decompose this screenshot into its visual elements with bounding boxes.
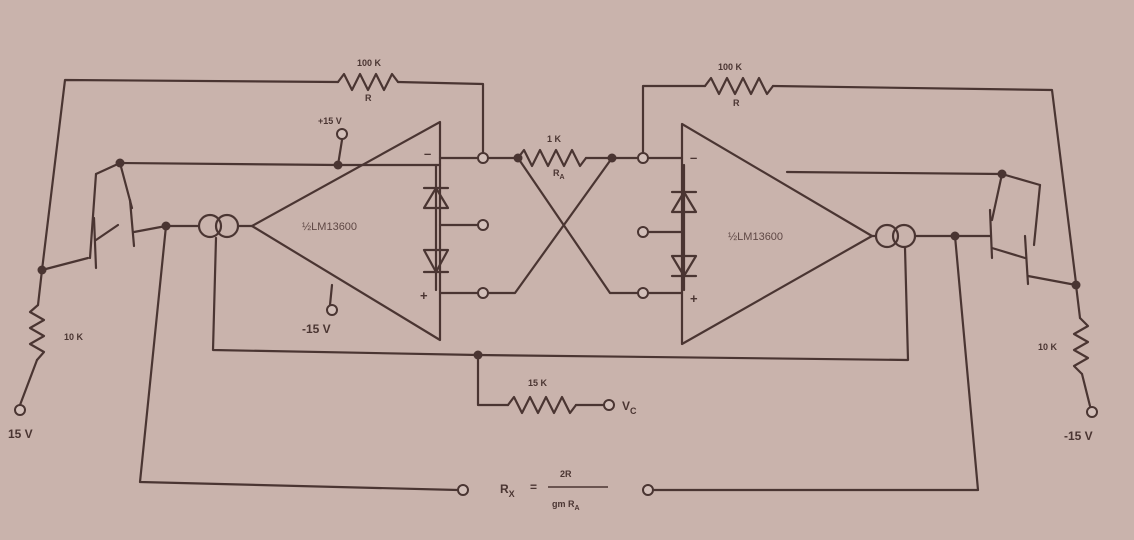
left-supply-resistor-value: 10 K — [64, 332, 84, 342]
left-pos-supply-wire — [336, 138, 344, 167]
right-supply-resistor — [1072, 316, 1090, 376]
right-feedback-wire-left — [641, 84, 707, 160]
left-transistor-base-wire — [40, 256, 90, 272]
right-transistor-1-collector — [990, 172, 1004, 222]
left-pos-supply-label: +15 V — [318, 116, 342, 126]
left-transistor-2-base — [128, 198, 136, 248]
rx-terminal-left[interactable] — [457, 484, 469, 496]
left-current-source-b — [214, 213, 240, 239]
left-mid-input-terminal[interactable] — [477, 219, 489, 231]
right-transistor-2-collector — [1000, 172, 1042, 187]
vc-label: VC — [622, 399, 637, 416]
right-transistor-1-base — [988, 208, 994, 260]
left-transistor-2-emitter — [132, 224, 168, 234]
ra-name: RA — [553, 168, 565, 181]
left-neg-supply-label: -15 V — [302, 322, 331, 336]
right-plus-pin-label: + — [690, 291, 698, 306]
left-supply-wire-bottom — [18, 358, 39, 407]
right-diode-1 — [670, 190, 698, 214]
left-supply-terminal[interactable] — [14, 404, 26, 416]
left-transistor-1-emitter — [94, 223, 120, 242]
left-ota-label: ½LM13600 — [302, 221, 357, 233]
vc-label-main: V — [622, 399, 630, 413]
formula-denominator: gm RA — [552, 499, 580, 512]
right-plus-input-terminal[interactable] — [637, 287, 649, 299]
formula-denominator-sub: A — [575, 505, 580, 512]
right-bias-wire — [476, 246, 910, 362]
formula-numerator: 2R — [560, 469, 572, 479]
left-ota-amplifier — [250, 120, 442, 342]
left-transistor-1-base — [92, 216, 98, 270]
cross-wire-b — [486, 156, 614, 295]
left-bias-wire — [211, 236, 480, 357]
left-current-source-a — [197, 213, 223, 239]
formula-lhs-sub: X — [509, 489, 515, 499]
formula-lhs-main: R — [500, 482, 509, 496]
control-wire — [476, 353, 510, 407]
left-minus-input-terminal[interactable] — [477, 152, 489, 164]
right-diode-2 — [670, 254, 698, 278]
left-feedback-wire — [40, 78, 340, 272]
left-feedback-resistor — [336, 72, 400, 92]
right-transistor-2-emitter — [1026, 274, 1078, 287]
right-feedback-resistor-value: 100 K — [718, 62, 743, 72]
left-diode-2 — [422, 248, 450, 274]
left-supply-resistor — [28, 303, 46, 362]
right-ota-label: ½LM13600 — [728, 231, 783, 243]
left-supply-wire — [36, 268, 44, 307]
control-resistor — [506, 395, 578, 415]
left-feedback-resistor-name: R — [365, 93, 372, 103]
right-mid-input-terminal[interactable] — [637, 226, 649, 238]
right-supply-wire-bottom — [1080, 372, 1092, 408]
left-plus-pin-label: + — [420, 288, 428, 303]
right-current-source-b — [891, 223, 917, 249]
right-feedback-resistor — [703, 76, 775, 96]
left-transistor-2-collector — [118, 161, 134, 210]
left-minus-pin-label: – — [424, 146, 431, 161]
rx-terminal-right[interactable] — [642, 484, 654, 496]
left-plus-input-terminal[interactable] — [477, 287, 489, 299]
left-rx-wire — [138, 224, 460, 492]
ra-name-sub: A — [560, 174, 565, 181]
right-rx-wire — [651, 234, 980, 492]
right-supply-terminal[interactable] — [1086, 406, 1098, 418]
vc-label-sub: C — [630, 406, 637, 416]
left-supply-terminal-label: 15 V — [8, 427, 33, 441]
right-current-source-a — [874, 223, 900, 249]
ra-resistor — [516, 148, 588, 168]
left-feedback-resistor-value: 100 K — [357, 58, 382, 68]
left-feedback-wire-right — [396, 80, 485, 160]
right-minus-pin-label: – — [690, 150, 697, 165]
right-transistor-link — [990, 246, 1027, 260]
right-feedback-wire — [771, 84, 1078, 285]
right-supply-resistor-value: 10 K — [1038, 342, 1058, 352]
left-diode-1 — [422, 186, 450, 210]
right-top-rail — [785, 170, 1004, 176]
right-supply-terminal-label: -15 V — [1064, 429, 1093, 443]
right-supply-wire — [1074, 283, 1082, 320]
left-transistor-collector — [88, 172, 98, 260]
right-ota-amplifier — [680, 122, 874, 346]
right-feedback-resistor-name: R — [733, 98, 740, 108]
left-neg-supply-terminal[interactable] — [326, 304, 338, 316]
ra-name-main: R — [553, 168, 560, 178]
vc-terminal[interactable] — [603, 399, 615, 411]
formula-lhs: RX — [500, 482, 515, 499]
ra-value: 1 K — [547, 134, 562, 144]
formula-equals: = — [530, 480, 537, 494]
left-top-rail — [118, 161, 442, 167]
left-pos-supply-terminal[interactable] — [336, 128, 348, 140]
formula-denominator-main: gm R — [552, 499, 575, 509]
right-minus-input-terminal[interactable] — [637, 152, 649, 164]
control-resistor-value: 15 K — [528, 378, 548, 388]
cross-wire-a — [516, 156, 640, 295]
left-neg-supply-wire — [328, 283, 334, 307]
right-transistor-2-collector-b — [1032, 183, 1042, 247]
